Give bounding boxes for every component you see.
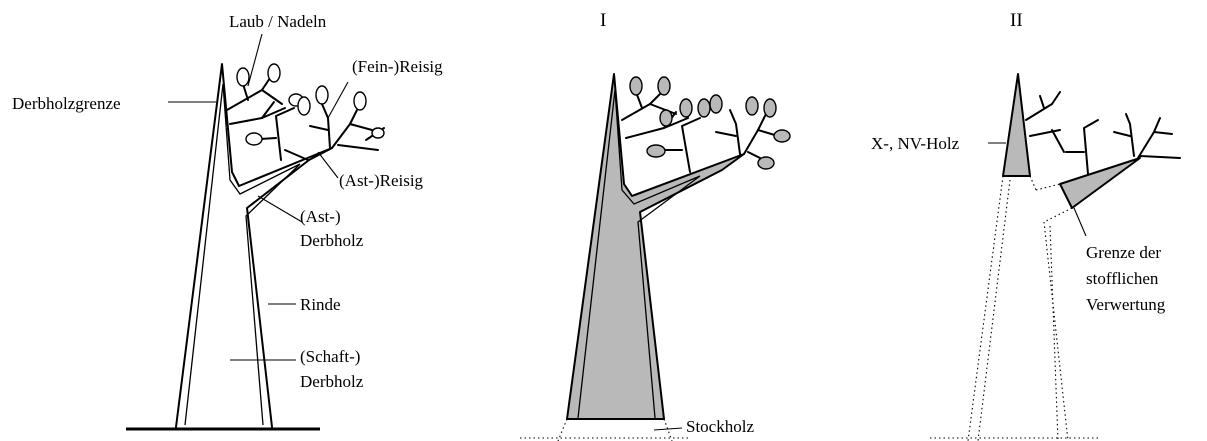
trunk-outer [175, 63, 333, 428]
panel-title-ii: II [1010, 10, 1023, 31]
label-ast-reisig: (Ast-)Reisig [339, 171, 424, 190]
top-cone-shaded [1002, 73, 1031, 177]
label-fein-reisig: (Fein-)Reisig [352, 57, 443, 76]
branch-segment-shaded [1059, 157, 1141, 209]
label-schaft-derbholz-line2: Derbholz [300, 372, 364, 391]
label-laub-nadeln: Laub / Nadeln [229, 12, 327, 31]
label-schaft-derbholz-line1: (Schaft-) [300, 347, 360, 366]
leader-lines-left [168, 33, 349, 361]
label-ast-derbholz-line2: Derbholz [300, 231, 364, 250]
leaves-left [236, 63, 385, 146]
branches [226, 77, 385, 161]
leaves-middle [629, 76, 791, 170]
label-grenze-line3: Verwertung [1086, 295, 1166, 314]
label-derbholzgrenze: Derbholzgrenze [12, 94, 121, 113]
panel-title-i: I [600, 10, 606, 31]
leader-grenze [1073, 207, 1087, 237]
trunk-dotted-right [930, 175, 1100, 441]
trunk-shaded [566, 73, 745, 420]
label-ast-derbholz-line1: (Ast-) [300, 207, 341, 226]
leader-stockholz [653, 427, 683, 431]
panel-middle-tree: I [520, 10, 791, 441]
label-rinde: Rinde [300, 295, 341, 314]
stump-dotted-middle [520, 418, 690, 441]
label-grenze-line1: Grenze der [1086, 243, 1161, 262]
panel-left-tree: Laub / Nadeln (Fein-)Reisig Derbholzgren… [12, 12, 443, 431]
panel-right-tree: II [871, 10, 1181, 441]
label-x-nv-holz: X-, NV-Holz [871, 134, 960, 153]
bark-line-middle [577, 89, 701, 419]
label-stockholz: Stockholz [686, 417, 754, 436]
branches-right [1025, 91, 1181, 175]
bark-line [184, 83, 301, 426]
label-grenze-line2: stofflichen [1086, 269, 1159, 288]
